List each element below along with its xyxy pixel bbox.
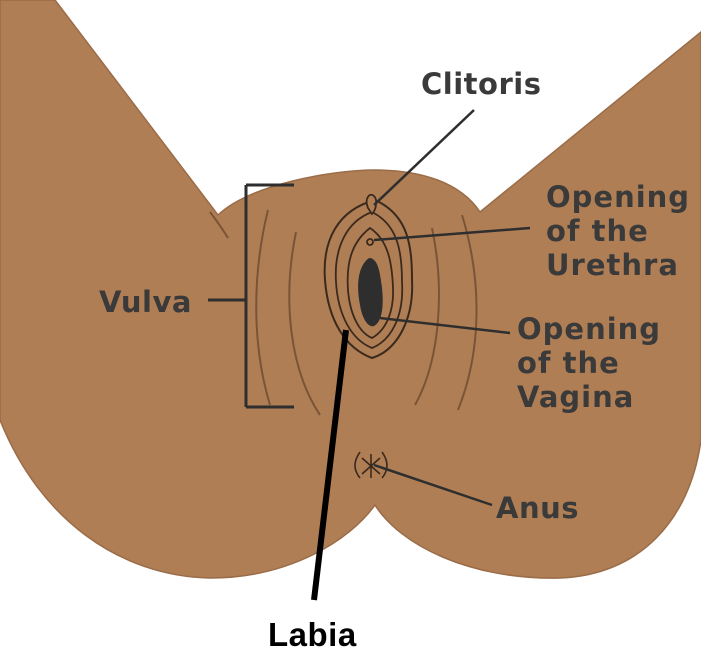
vagina-label-line-1: Opening (517, 312, 661, 346)
urethra-label-line-1: Opening (546, 180, 690, 214)
urethra-label-line-3: Urethra (546, 248, 690, 282)
urethra-label: Opening of the Urethra (546, 180, 690, 282)
anus-label: Anus (496, 491, 579, 525)
urethra-label-line-2: of the (546, 214, 690, 248)
labia-label: Labia (268, 618, 357, 652)
clitoris-label: Clitoris (421, 67, 541, 101)
vagina-label-line-3: Vagina (517, 380, 661, 414)
vagina-label-line-2: of the (517, 346, 661, 380)
urethra-opening (367, 239, 373, 245)
vulva-label: Vulva (99, 285, 192, 319)
vagina-label: Opening of the Vagina (517, 312, 661, 414)
